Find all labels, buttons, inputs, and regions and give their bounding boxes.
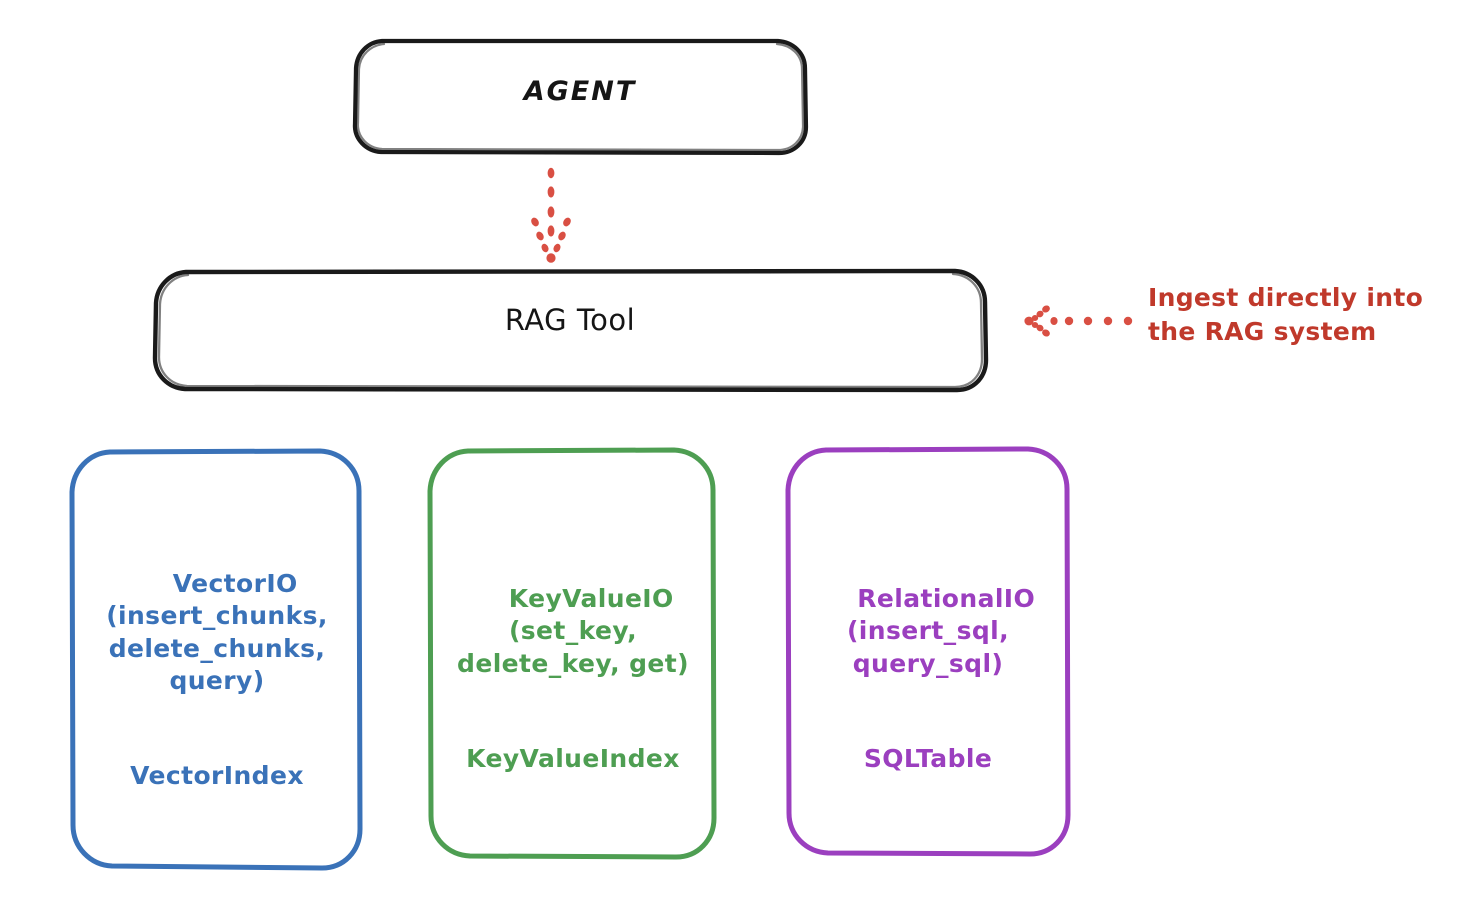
keyvalue-store-subtitle: KeyValueIndex (466, 743, 680, 773)
relational-store-label: RelationalIO (insert_sql, query_sql) SQL… (785, 550, 1071, 840)
ingest-arrow-connector (1024, 305, 1133, 337)
agent-to-rag-connector (531, 167, 571, 263)
vector-store-title: VectorIO (insert_chunks, delete_chunks, … (106, 568, 328, 696)
ingest-annotation-text: Ingest directly into the RAG system (1148, 283, 1424, 346)
keyvalue-store-title: KeyValueIO (set_key, delete_key, get) (457, 583, 689, 678)
agent-label: AGENT (523, 76, 637, 107)
vector-store-label: VectorIO (insert_chunks, delete_chunks, … (72, 535, 362, 858)
keyvalue-store-label: KeyValueIO (set_key, delete_key, get) Ke… (428, 550, 718, 840)
vector-store-subtitle: VectorIndex (130, 761, 304, 790)
relational-store-subtitle: SQLTable (863, 743, 993, 773)
relational-store-title: RelationalIO (insert_sql, query_sql) (846, 583, 1036, 678)
rag-tool-label: RAG Tool (504, 303, 636, 337)
